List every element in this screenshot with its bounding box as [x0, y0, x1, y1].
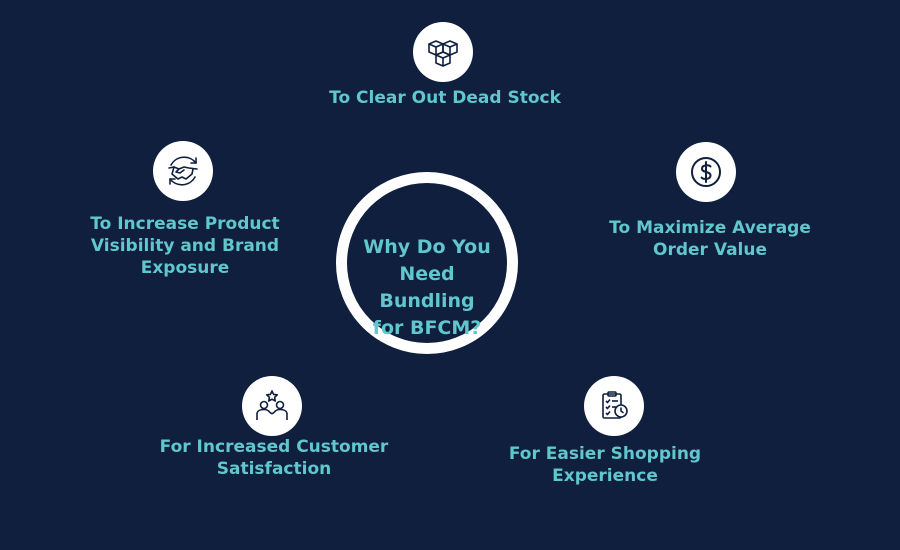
- item-label-line: To Increase Product: [90, 214, 280, 234]
- item-label-line: To Maximize Average: [609, 218, 811, 238]
- item-label-line: Satisfaction: [216, 459, 332, 479]
- center-title-line: Need Bundling: [379, 263, 475, 312]
- item-label-line: For Easier Shopping: [508, 444, 702, 464]
- customers-star-icon: [242, 376, 302, 436]
- center-ring: [336, 172, 518, 354]
- boxes-icon: [413, 22, 473, 82]
- item-label-line: Order Value: [653, 240, 767, 260]
- item-customer-satisfaction: For Increased Customer Satisfaction: [140, 436, 408, 480]
- item-clear-dead-stock: To Clear Out Dead Stock: [320, 87, 570, 109]
- item-label-line: Exposure: [140, 258, 230, 278]
- item-label-line: Experience: [552, 466, 658, 486]
- item-product-visibility: To Increase Product Visibility and Brand…: [70, 213, 300, 279]
- item-maximize-order-value: To Maximize Average Order Value: [590, 217, 830, 261]
- center-title-line: Why Do You: [363, 236, 491, 258]
- item-label-line: Visibility and Brand: [90, 236, 280, 256]
- item-easier-shopping: For Easier Shopping Experience: [495, 443, 715, 487]
- item-label-line: For Increased Customer: [159, 437, 389, 457]
- clipboard-clock-icon: [584, 376, 644, 436]
- center-title: Why Do You Need Bundling for BFCM?: [352, 234, 502, 342]
- item-label-line: To Clear Out Dead Stock: [329, 88, 561, 108]
- handshake-icon: [153, 141, 213, 201]
- center-title-line: for BFCM?: [372, 317, 482, 339]
- dollar-icon: [676, 142, 736, 202]
